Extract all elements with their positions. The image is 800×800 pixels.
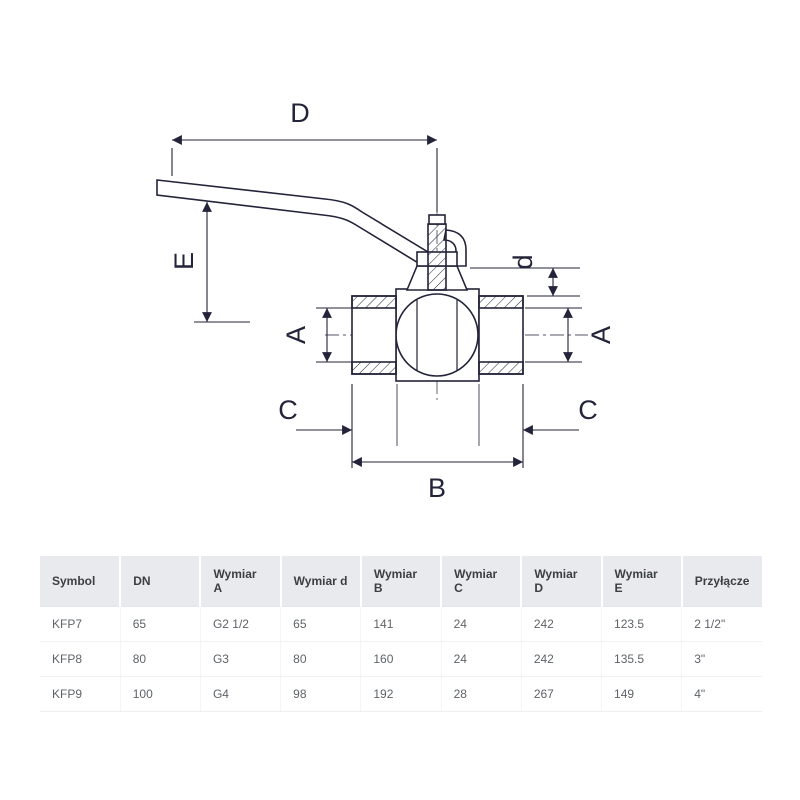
valve-stem [405,214,469,291]
table-cell: KFP8 [40,641,121,677]
table-cell: 28 [441,676,522,712]
dim-label-A-right: A [586,326,616,344]
col-header-wymiar-d2: Wymiar D [521,556,603,607]
col-header-wymiar-a: Wymiar A [200,556,282,607]
table-cell: 267 [521,676,603,712]
table-cell: KFP9 [40,676,121,712]
table-cell: 4" [681,676,762,712]
dim-label-d: d [508,254,538,269]
table-cell: 160 [360,641,442,677]
table-cell: 65 [280,606,362,642]
table-cell: 65 [120,606,201,642]
dim-label-D: D [290,98,310,128]
table-cell: 3" [681,641,762,677]
table-cell: 80 [280,641,362,677]
table-cell: 141 [360,606,442,642]
table-cell: G3 [200,641,282,677]
dim-label-A-left: A [281,326,311,344]
col-header-symbol: Symbol [40,556,122,607]
table-cell: 2 1/2" [681,606,762,642]
table-row: KFP8 80 G3 80 160 24 242 135.5 3" [40,641,762,677]
table-cell: 192 [360,676,442,712]
col-header-dn: DN [120,556,202,607]
dim-label-E: E [169,252,199,270]
spec-table: Symbol DN Wymiar A Wymiar d Wymiar B Wym… [40,556,762,712]
table-cell: 149 [601,676,683,712]
table-cell: 135.5 [601,641,683,677]
valve-diagram: D E A d A C C B [156,98,616,503]
dim-label-C-left: C [278,395,298,425]
col-header-wymiar-c: Wymiar C [441,556,523,607]
table-row: KFP7 65 G2 1/2 65 141 24 242 123.5 2 1/2… [40,606,762,642]
dim-label-C-right: C [578,395,598,425]
table-cell: 24 [441,641,522,677]
header-row: Symbol DN Wymiar A Wymiar d Wymiar B Wym… [40,556,762,607]
table-cell: 24 [441,606,522,642]
col-header-wymiar-d: Wymiar d [280,556,362,607]
valve-body [351,288,524,382]
col-header-przylacze: Przyłącze [681,556,762,607]
table-cell: KFP7 [40,606,121,642]
dimension-lines [171,135,582,468]
table-cell: 242 [521,606,603,642]
table-cell: 123.5 [601,606,683,642]
table-cell: 242 [521,641,603,677]
right-end-cap [478,295,524,375]
table-cell: 100 [120,676,201,712]
left-end-cap [351,295,397,375]
table-row: KFP9 100 G4 98 192 28 267 149 4" [40,676,762,712]
table-cell: G2 1/2 [200,606,282,642]
valve-ball [395,293,479,377]
spec-table-header: Symbol DN Wymiar A Wymiar d Wymiar B Wym… [40,556,762,607]
dim-label-B: B [428,473,446,503]
col-header-wymiar-e: Wymiar E [601,556,683,607]
col-header-wymiar-b: Wymiar B [360,556,443,607]
table-cell: 80 [120,641,201,677]
table-cell: 98 [280,676,362,712]
table-cell: G4 [200,676,282,712]
